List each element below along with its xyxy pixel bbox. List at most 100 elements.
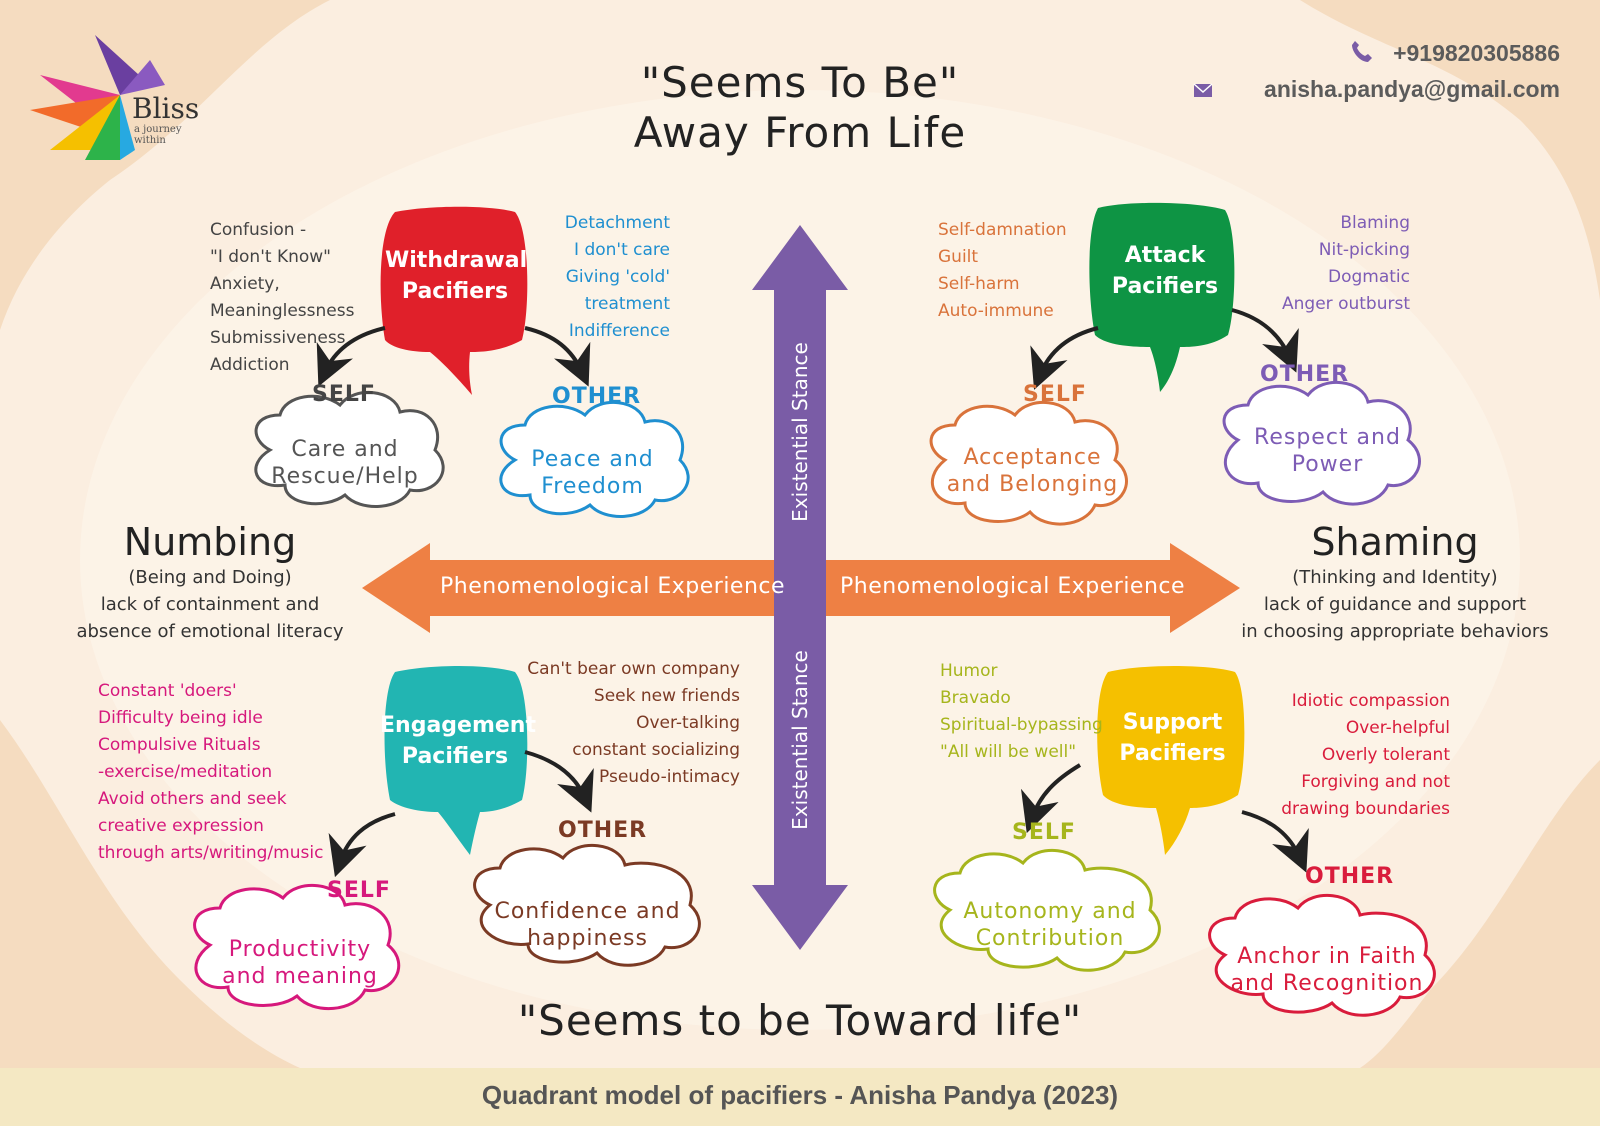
support-self-list: Humor Bravado Spiritual-bypassing "All w… xyxy=(940,658,1103,766)
top-title-line1: "Seems To Be" xyxy=(640,58,960,107)
shaming-heading: Shaming xyxy=(1311,520,1479,564)
list-item: through arts/writing/music xyxy=(98,843,324,863)
bg-blob-bottom-right xyxy=(1360,760,1600,1068)
cloud-line: Peace and xyxy=(531,447,654,472)
list-item: Dogmatic xyxy=(1328,267,1410,287)
contact-email[interactable]: anisha.pandya@gmail.com xyxy=(1264,76,1560,102)
cloud-care-rescue xyxy=(254,390,445,508)
phone-icon xyxy=(1352,41,1372,62)
engagement-self-label: SELF xyxy=(327,878,391,903)
withdrawal-bubble-shape xyxy=(380,206,528,395)
list-item: constant socializing xyxy=(572,740,740,760)
contact-phone[interactable]: +919820305886 xyxy=(1393,40,1560,66)
withdrawal-bubble-line2: Pacifiers xyxy=(401,279,509,304)
engagement-self-list: Constant 'doers' Difficulty being idle C… xyxy=(98,678,323,867)
list-item: -exercise/meditation xyxy=(98,762,273,782)
list-item: Over-helpful xyxy=(1345,718,1450,738)
cloud-line: Autonomy and xyxy=(963,899,1137,924)
list-item: Detachment xyxy=(564,213,670,233)
list-item: Guilt xyxy=(938,247,979,267)
attack-other-list: Blaming Nit-picking Dogmatic Anger outbu… xyxy=(1250,210,1410,318)
cloud-respect-power xyxy=(1222,380,1421,506)
list-item: Forgiving and not xyxy=(1301,772,1450,792)
footer-bar xyxy=(0,1068,1600,1126)
list-item: Anger outburst xyxy=(1282,294,1410,314)
attack-other-need: Respect and Power xyxy=(1235,424,1420,478)
list-item: Submissiveness xyxy=(210,328,346,348)
cloud-autonomy-contribution xyxy=(933,848,1161,972)
withdrawal-bubble-line1: Withdrawal xyxy=(385,248,528,273)
cloud-line: Power xyxy=(1291,452,1364,477)
bird-logo-icon xyxy=(30,35,165,160)
withdrawal-bubble-label: Withdrawal Pacifiers xyxy=(385,245,528,307)
cloud-anchor-faith xyxy=(1208,893,1436,1017)
mail-icon xyxy=(1193,83,1213,97)
list-item: drawing boundaries xyxy=(1281,799,1450,819)
horizontal-axis-label-left: Phenomenological Experience xyxy=(440,574,786,599)
horizontal-axis-label-right: Phenomenological Experience xyxy=(840,574,1186,599)
attack-bubble-label: Attack Pacifiers xyxy=(1095,240,1235,302)
list-item: Self-harm xyxy=(938,274,1020,294)
list-item: Can't bear own company xyxy=(527,659,740,679)
support-bubble-line2: Pacifiers xyxy=(1119,741,1226,766)
list-item: Indifference xyxy=(568,321,670,341)
list-item: Compulsive Rituals xyxy=(98,735,261,755)
list-item: Seek new friends xyxy=(593,686,740,706)
bg-blob-top-right xyxy=(1300,0,1600,300)
support-self-need: Autonomy and Contribution xyxy=(950,898,1150,952)
list-item: Addiction xyxy=(210,355,290,375)
cloud-line: happiness xyxy=(527,926,648,951)
cloud-productivity-meaning xyxy=(193,883,401,1010)
list-item: Difficulty being idle xyxy=(98,708,263,728)
list-item: Humor xyxy=(940,661,998,681)
cloud-line: and Recognition xyxy=(1230,971,1424,996)
list-item: Pseudo-intimacy xyxy=(599,767,740,787)
list-item: Constant 'doers' xyxy=(98,681,237,701)
cloud-line: Acceptance xyxy=(963,445,1102,470)
support-self-label: SELF xyxy=(1012,820,1076,845)
attack-self-need: Acceptance and Belonging xyxy=(940,444,1125,498)
cloud-line: Care and xyxy=(291,437,399,462)
engagement-other-list: Can't bear own company Seek new friends … xyxy=(520,656,740,791)
cloud-acceptance-belonging xyxy=(929,400,1128,526)
list-item: I don't care xyxy=(574,240,670,260)
cloud-line: Rescue/Help xyxy=(271,464,419,489)
support-other-label: OTHER xyxy=(1305,864,1395,889)
numbing-line2: lack of containment and xyxy=(100,594,320,615)
top-title: "Seems To Be" Away From Life xyxy=(500,58,1100,158)
bg-blob-top-left xyxy=(0,0,330,330)
cloud-line: Anchor in Faith xyxy=(1237,944,1417,969)
brand-tagline-line2: within xyxy=(134,135,166,146)
engagement-self-need: Productivity and meaning xyxy=(205,936,395,990)
shaming-block: Shaming (Thinking and Identity) lack of … xyxy=(1210,520,1580,645)
support-other-need: Anchor in Faith and Recognition xyxy=(1222,943,1432,997)
withdrawal-self-label: SELF xyxy=(312,382,376,407)
vertical-axis-label-top: Existential Stance xyxy=(788,342,812,522)
list-item: Overly tolerant xyxy=(1321,745,1450,765)
engagement-other-label: OTHER xyxy=(558,818,648,843)
attack-self-list: Self-damnation Guilt Self-harm Auto-immu… xyxy=(938,217,1067,325)
footer-caption: Quadrant model of pacifiers - Anisha Pan… xyxy=(481,1080,1119,1110)
cloud-line: Productivity xyxy=(228,937,372,962)
shaming-line2: lack of guidance and support xyxy=(1263,594,1527,615)
cloud-peace-freedom xyxy=(499,400,690,518)
brand-tagline-line1: a journey xyxy=(134,124,182,135)
list-item: Self-damnation xyxy=(938,220,1067,240)
cloud-line: Confidence and xyxy=(494,899,681,924)
cloud-line: Respect and xyxy=(1254,425,1401,450)
attack-other-label: OTHER xyxy=(1260,362,1350,387)
withdrawal-other-label: OTHER xyxy=(552,384,642,409)
withdrawal-self-list: Confusion - "I don't Know" Anxiety, Mean… xyxy=(210,217,354,379)
support-bubble-line1: Support xyxy=(1122,710,1223,735)
cloud-line: and Belonging xyxy=(946,472,1119,497)
list-item: treatment xyxy=(584,294,670,314)
numbing-heading: Numbing xyxy=(123,520,297,564)
vertical-axis-label-bottom: Existential Stance xyxy=(788,650,812,830)
list-item: Blaming xyxy=(1340,213,1410,233)
engagement-bubble-shape xyxy=(384,666,528,855)
bottom-title: "Seems to be Toward life" xyxy=(517,996,1083,1045)
withdrawal-other-need: Peace and Freedom xyxy=(505,446,680,500)
numbing-line3: absence of emotional literacy xyxy=(76,621,344,642)
withdrawal-self-need: Care and Rescue/Help xyxy=(260,436,430,490)
